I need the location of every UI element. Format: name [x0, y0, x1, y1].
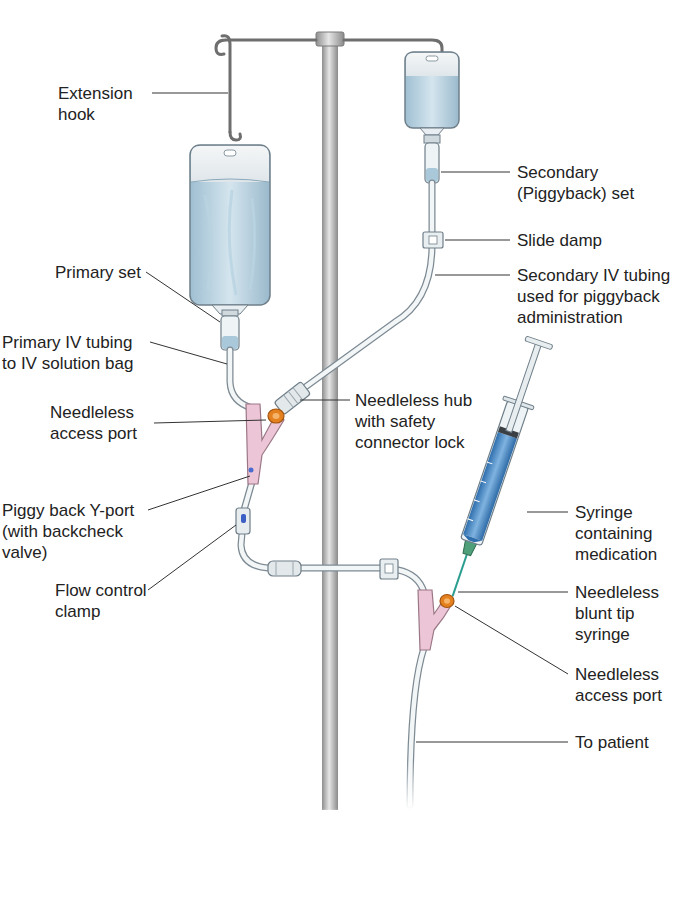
primary-iv-bag-part — [205, 190, 255, 295]
primary-iv-bag — [190, 145, 270, 350]
piggyback-y-port-part — [268, 409, 284, 423]
leader-lines-part — [300, 400, 350, 401]
leader-lines-part — [458, 592, 568, 593]
medication-syringe-part — [453, 554, 467, 596]
iv-tubing-part — [230, 350, 252, 408]
part-label: Extension hook — [58, 83, 150, 125]
part-label: Primary set — [55, 262, 175, 283]
slide-clamp — [380, 559, 398, 579]
piggyback-y-port-part — [249, 468, 254, 473]
part-label: Needleless access port — [575, 664, 679, 706]
inline-filter — [268, 561, 301, 576]
primary-iv-bag-part — [221, 316, 239, 350]
leader-lines-part — [152, 93, 228, 94]
piggyback-y-port — [246, 404, 284, 484]
leader-lines-part — [150, 342, 227, 364]
medication-syringe — [437, 335, 554, 601]
iv-pole-part — [312, 760, 348, 820]
leader-lines-part — [148, 476, 250, 510]
iv-tubing-part — [230, 350, 252, 408]
leader-lines-part — [146, 272, 220, 322]
part-label: Secondary (Piggyback) set — [517, 162, 639, 204]
flow-control-clamp — [236, 508, 250, 534]
iv-pole — [312, 32, 348, 830]
leader-lines-part — [445, 240, 510, 241]
iv-pole-part — [322, 40, 338, 810]
part-label: Primary IV tubing to IV solution bag — [2, 332, 144, 374]
leader-lines-part — [441, 172, 510, 173]
pole-hooks-part — [230, 132, 241, 140]
medication-syringe-part — [463, 432, 517, 541]
flow-control-clamp-part — [236, 508, 250, 534]
leader-lines — [146, 93, 568, 742]
leader-lines-part — [527, 512, 568, 513]
needleless-y-port-part — [418, 590, 452, 650]
part-label: Needleless blunt tip syringe — [575, 582, 667, 645]
primary-iv-bag-part — [224, 150, 236, 156]
iv-tubing-part — [398, 570, 424, 592]
primary-iv-bag-part — [191, 146, 269, 182]
part-label: Syringe containing medication — [575, 502, 667, 565]
inline-filter-part — [268, 561, 301, 576]
slide-clamp-part — [423, 232, 443, 248]
iv-tubing-part — [396, 760, 426, 810]
leader-lines-part — [435, 275, 510, 276]
slide-clamp-part — [385, 564, 393, 573]
part-label: Piggy back Y-port (with backcheck valve) — [2, 500, 144, 563]
medication-syringe-part — [506, 343, 541, 432]
part-label: Slide damp — [517, 230, 667, 251]
flow-control-clamp-part — [241, 514, 246, 523]
part-label: Needleless hub with safety connector loc… — [355, 390, 477, 453]
medication-syringe-part — [461, 400, 529, 545]
leader-lines-part — [154, 420, 266, 423]
part-label: To patient — [575, 732, 679, 753]
part-label: Needleless access port — [50, 402, 150, 444]
iv-tubing-part — [304, 183, 432, 388]
piggyback-y-port-part — [273, 413, 280, 419]
inline-filter-part — [276, 562, 277, 575]
primary-iv-bag-part — [190, 145, 270, 305]
slide-clamp-part — [429, 236, 437, 244]
secondary-iv-bag-part — [424, 135, 440, 143]
primary-iv-bag-part — [222, 310, 238, 316]
iv-tubing-part — [300, 566, 380, 571]
slide-clamp — [423, 232, 443, 248]
iv-tubing-part — [398, 570, 424, 592]
needleless-hub-part — [283, 388, 302, 408]
medication-syringe-part — [467, 462, 492, 521]
needleless-y-port-part — [440, 595, 454, 608]
secondary-iv-bag-part — [420, 128, 444, 135]
medication-syringe-part — [525, 336, 553, 350]
secondary-iv-bag-part — [405, 52, 459, 128]
needleless-y-port-part — [444, 598, 450, 604]
secondary-iv-bag-part — [406, 53, 458, 76]
pole-hooks-part — [222, 36, 230, 132]
medication-syringe-part — [462, 534, 482, 544]
needleless-y-port — [418, 590, 454, 650]
secondary-iv-bag-part — [426, 56, 438, 61]
part-label: Secondary IV tubing used for piggyback a… — [517, 265, 675, 328]
inline-filter-part — [293, 562, 294, 575]
leader-lines-part — [148, 525, 236, 590]
piggyback-y-port-part — [246, 404, 284, 484]
leader-lines-part — [455, 606, 568, 674]
slide-clamp-part — [380, 559, 398, 579]
iv-pole-part — [316, 32, 344, 46]
iv-tubing — [230, 183, 432, 810]
iv-tubing-part — [300, 565, 380, 572]
part-label: Flow control clamp — [55, 580, 147, 622]
leader-lines-part — [416, 742, 568, 743]
pole-hooks-part — [344, 40, 442, 52]
iv-tubing-part — [304, 183, 432, 388]
secondary-iv-bag-part — [425, 143, 439, 183]
primary-iv-bag-part — [191, 179, 269, 182]
secondary-iv-bag — [405, 52, 459, 183]
